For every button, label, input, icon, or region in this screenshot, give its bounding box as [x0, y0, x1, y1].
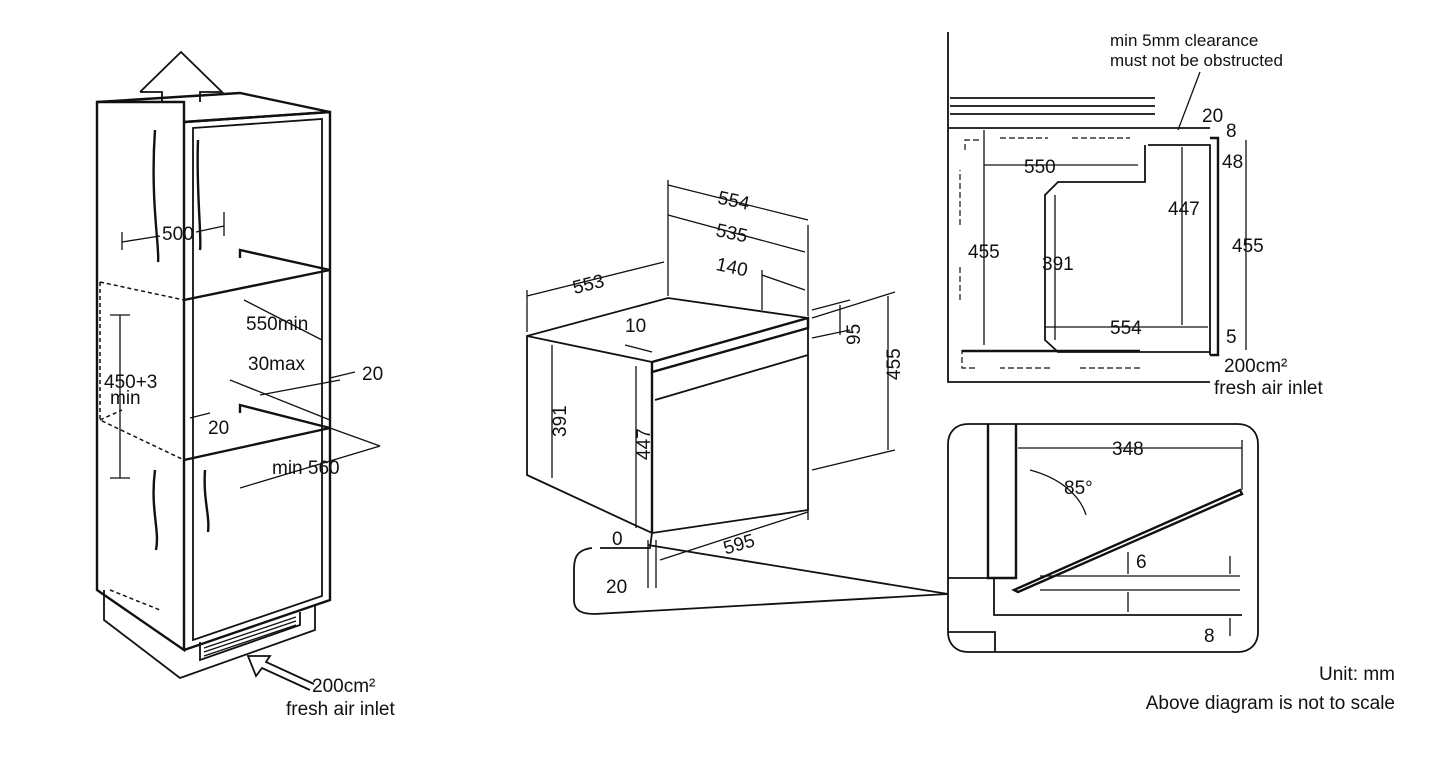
dim-447: 447 — [1168, 199, 1200, 220]
dim-min560: min 560 — [272, 458, 340, 479]
door-callout — [573, 547, 949, 615]
dim-95: 95 — [844, 324, 865, 345]
cabinet-inner-frame — [192, 118, 323, 642]
dim-20: 20 — [606, 577, 627, 598]
oven-trim — [650, 316, 810, 374]
dim-455-right: 455 — [1232, 236, 1264, 257]
detail-frame — [947, 423, 1259, 653]
clearance-line1: min 5mm clearance — [1110, 31, 1258, 50]
dim-455: 455 — [884, 348, 905, 380]
dim-500: 500 — [162, 224, 194, 245]
dim-450-3: 450+3 — [104, 372, 157, 393]
dim-550min: 550min — [246, 314, 308, 335]
oven-view: 554 535 140 553 10 95 455 391 447 595 — [526, 180, 949, 615]
airflow-arrow-icon — [964, 137, 1130, 150]
cabinet-right-panel — [183, 110, 332, 652]
section-air-area: 200cm² — [1224, 356, 1287, 377]
angle-arc — [1029, 469, 1087, 516]
dim-140: 140 — [714, 254, 749, 281]
lower-shelf — [183, 403, 331, 462]
dim-8-top: 8 — [1226, 121, 1237, 142]
dim-391: 391 — [1042, 254, 1074, 275]
open-door — [1011, 488, 1244, 594]
dim-348: 348 — [1112, 439, 1144, 460]
dim-550: 550 — [1024, 157, 1056, 178]
cabinet-view: 500 550min 30max 20 450+3 min 20 min 560… — [95, 50, 395, 720]
dim-391: 391 — [550, 405, 571, 437]
dim-595: 595 — [721, 530, 757, 559]
angle-85: 85° — [1064, 478, 1093, 499]
air-inlet-arrow-icon — [246, 655, 315, 691]
dim-20-lower: 20 — [208, 418, 229, 439]
scale-note: Above diagram is not to scale — [1145, 693, 1395, 714]
dim-5: 5 — [1226, 327, 1237, 348]
dim-min: min — [110, 388, 141, 409]
oven-door-top — [654, 354, 809, 401]
dim-6: 6 — [1136, 552, 1147, 573]
upper-shelf — [183, 248, 331, 302]
section-wall — [947, 32, 1210, 383]
dim-554: 554 — [1110, 318, 1142, 339]
dim-20-right: 20 — [362, 364, 383, 385]
dim-8: 8 — [1204, 626, 1215, 647]
dim-447: 447 — [634, 428, 655, 460]
section-air-label: fresh air inlet — [1214, 378, 1323, 399]
dim-554: 554 — [716, 188, 752, 215]
dim-455-left: 455 — [968, 242, 1000, 263]
left-air-label: fresh air inlet — [286, 699, 395, 720]
dim-0: 0 — [612, 529, 623, 550]
dim-30max: 30max — [248, 354, 306, 375]
left-air-area: 200cm² — [312, 676, 375, 697]
dim-535: 535 — [714, 220, 749, 247]
section-view: min 5mm clearance must not be obstructed… — [947, 31, 1323, 399]
airflow-curve — [152, 129, 160, 263]
unit-label: Unit: mm — [1319, 664, 1395, 685]
cabinet-top — [96, 91, 331, 124]
dim-48: 48 — [1222, 152, 1243, 173]
dim-20-top: 20 — [1202, 106, 1223, 127]
door-section — [1210, 136, 1220, 357]
door-edge — [986, 424, 1018, 580]
clearance-line2: must not be obstructed — [1110, 51, 1283, 70]
dim-553: 553 — [571, 271, 607, 299]
dim-10: 10 — [625, 316, 646, 337]
niche-outline — [99, 281, 185, 461]
air-inlet-grille — [199, 612, 301, 662]
door-detail-view: 348 85° 6 8 — [947, 423, 1259, 653]
plinth — [103, 590, 316, 680]
